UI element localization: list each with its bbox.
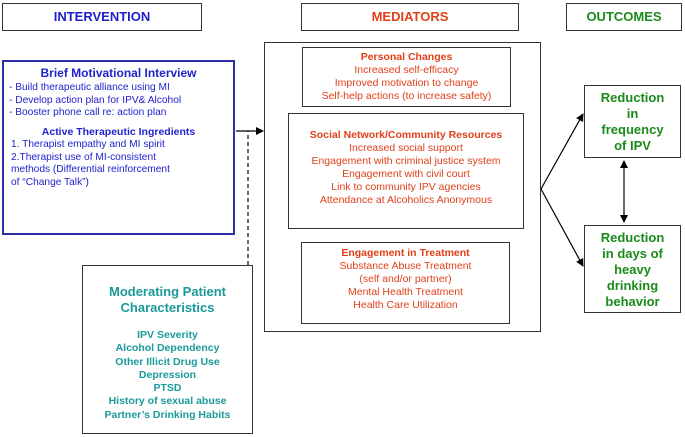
mediator-item: Self-help actions (to increase safety) xyxy=(321,90,492,102)
outcome-text-line: Reduction xyxy=(600,230,665,245)
moderating-box: Moderating Patient Characteristics IPV S… xyxy=(82,265,253,434)
ingredient-item: of “Change Talk”) xyxy=(11,176,89,188)
personal-changes-box: Personal Changes Increased self-efficacy… xyxy=(302,47,511,107)
moderating-item: Alcohol Dependency xyxy=(115,342,220,355)
moderating-item: IPV Severity xyxy=(137,329,198,341)
mediator-item: Improved motivation to change xyxy=(334,77,479,89)
outcomes-header: OUTCOMES xyxy=(566,3,682,31)
moderating-item: Other Illicit Drug Use xyxy=(115,355,220,368)
mediator-item: Increased self-efficacy xyxy=(354,64,459,76)
intervention-header: INTERVENTION xyxy=(2,3,202,31)
outcome-drinking-box: Reduction in days of heavy drinking beha… xyxy=(584,225,681,313)
outcome-ipv-box: Reduction in frequency of IPV xyxy=(584,85,681,158)
mediators-header: MEDIATORS xyxy=(301,3,519,31)
treatment-engagement-box: Engagement in Treatment Substance Abuse … xyxy=(301,242,510,324)
moderating-title-line: Moderating Patient xyxy=(108,284,226,299)
personal-changes-title: Personal Changes xyxy=(360,51,453,63)
mediator-item: Substance Abuse Treatment xyxy=(339,260,472,272)
outcome-text-line: drinking xyxy=(606,278,659,293)
outcome-text-line: Reduction xyxy=(600,90,665,105)
treatment-engagement-title: Engagement in Treatment xyxy=(341,247,470,259)
moderating-item: Partner’s Drinking Habits xyxy=(104,408,231,421)
arrow-mediators-to-ipv xyxy=(540,113,584,190)
outcome-text-line: in days of xyxy=(602,246,663,261)
intervention-title: Brief Motivational Interview xyxy=(40,66,197,80)
social-network-box: Social Network/Community Resources Incre… xyxy=(288,113,524,229)
moderating-item: Depression xyxy=(138,368,197,381)
mediator-item: Health Care Utilization xyxy=(353,299,458,311)
mediator-item: Link to community IPV agencies xyxy=(331,181,481,193)
ingredient-item: 1. Therapist empathy and MI spirit xyxy=(11,139,165,150)
social-network-title: Social Network/Community Resources xyxy=(309,129,503,141)
mediator-item: Mental Health Treatment xyxy=(348,286,463,298)
ingredient-item: 2.Therapist use of MI-consistent xyxy=(11,151,156,163)
moderating-item: PTSD xyxy=(153,382,182,395)
mediator-item: Attendance at Alcoholics Anonymous xyxy=(319,194,493,206)
mediator-item: Engagement with criminal justice system xyxy=(311,155,501,167)
arrow-mediators-to-drinking xyxy=(540,188,584,267)
mediator-item: (self and/or partner) xyxy=(359,273,452,285)
outcome-text-line: behavior xyxy=(605,294,660,309)
outcome-text-line: in xyxy=(626,106,639,121)
ingredient-item: methods (Differential reinforcement xyxy=(11,164,170,175)
mediator-item: Increased social support xyxy=(349,142,463,154)
intervention-item: - Booster phone call re: action plan xyxy=(9,107,167,118)
ingredients-title: Active Therapeutic Ingredients xyxy=(41,125,196,138)
intervention-box: Brief Motivational Interview - Build the… xyxy=(2,60,235,235)
outcome-text-line: frequency xyxy=(601,122,664,137)
intervention-item: - Develop action plan for IPV& Alcohol xyxy=(9,94,182,106)
outcome-text-line: of IPV xyxy=(614,138,651,153)
moderating-item: History of sexual abuse xyxy=(108,395,227,408)
moderating-title: Moderating Patient Characteristics xyxy=(83,284,252,316)
mediator-item: Engagement with civil court xyxy=(342,168,470,180)
outcome-text-line: heavy xyxy=(614,262,651,277)
moderating-title-line: Characteristics xyxy=(120,300,215,315)
intervention-item: - Build therapeutic alliance using MI xyxy=(9,82,170,93)
